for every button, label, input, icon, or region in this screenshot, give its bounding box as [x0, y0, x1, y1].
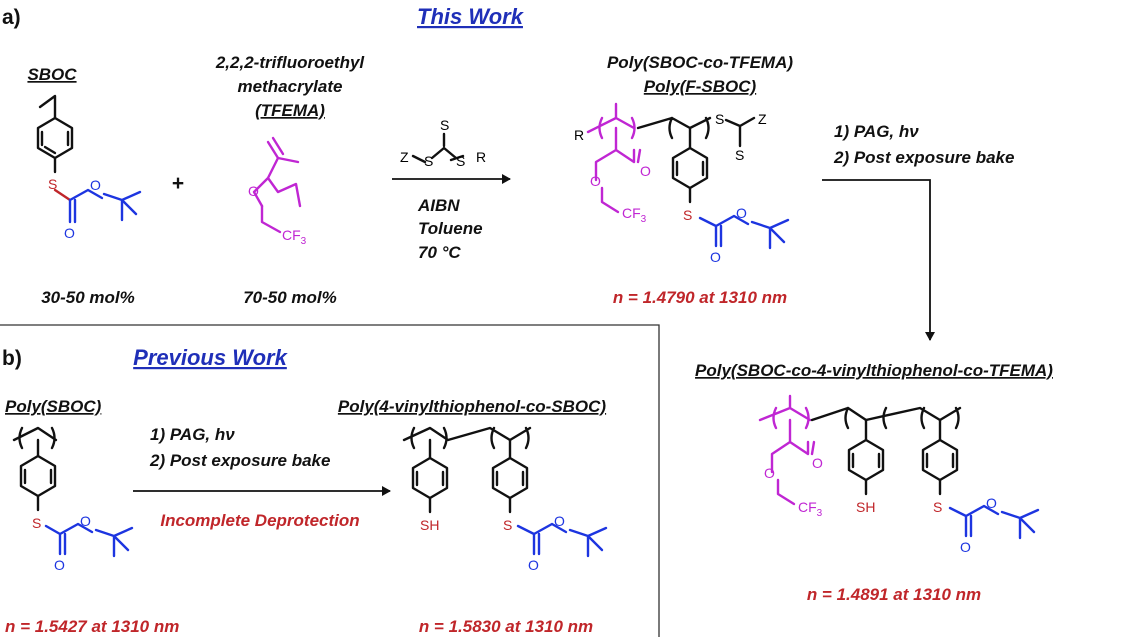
tfema-name-line2: methacrylate — [238, 77, 343, 96]
sulfur-atom: S — [424, 153, 433, 169]
exposure-step-2: 2) Post exposure bake — [833, 148, 1014, 167]
tfema-name-line1: 2,2,2-trifluoroethyl — [215, 53, 366, 72]
sulfur-atom: S — [456, 153, 465, 169]
sulfur-atom: S — [48, 176, 57, 192]
oxygen-atom: O — [710, 249, 721, 265]
oxygen-atom: O — [812, 455, 823, 471]
exposure-arrow — [822, 179, 935, 341]
oxygen-atom: O — [986, 495, 997, 511]
plus-sign: + — [172, 172, 184, 195]
oxygen-atom: O — [640, 163, 651, 179]
final-polymer-structure: O O CF3 SH S O O — [758, 394, 1040, 555]
oxygen-atom: O — [528, 557, 539, 573]
condition-initiator: AIBN — [417, 196, 460, 215]
incomplete-deprotection-note: Incomplete Deprotection — [160, 511, 359, 530]
tfema-abbr: (TFEMA) — [255, 101, 325, 120]
previous-product-refractive-index: n = 1.5830 at 1310 nm — [419, 617, 593, 636]
panel-b-label: b) — [2, 347, 22, 370]
oxygen-atom: O — [54, 557, 65, 573]
sulfur-atom: S — [683, 207, 692, 223]
oxygen-atom: O — [248, 183, 259, 199]
oxygen-atom: O — [590, 173, 601, 189]
sboc-label: SBOC — [27, 65, 77, 84]
previous-product-name: Poly(4-vinylthiophenol-co-SBOC) — [338, 397, 607, 416]
oxygen-atom: O — [764, 465, 775, 481]
z-group: Z — [758, 111, 767, 127]
oxygen-atom: O — [90, 177, 101, 193]
z-group: Z — [400, 149, 409, 165]
oxygen-atom: O — [64, 225, 75, 241]
poly-sboc-label: Poly(SBOC) — [5, 397, 102, 416]
condition-solvent: Toluene — [418, 219, 483, 238]
thiol-group: SH — [420, 517, 439, 533]
cf3-group: CF3 — [282, 227, 307, 247]
r-group: R — [476, 149, 486, 165]
panel-b-header: Previous Work — [133, 345, 288, 370]
product-refractive-index: n = 1.4790 at 1310 nm — [613, 288, 787, 307]
final-refractive-index: n = 1.4891 at 1310 nm — [807, 585, 981, 604]
sulfur-atom: S — [440, 117, 449, 133]
cf3-group: CF3 — [622, 205, 647, 225]
r-group: R — [574, 127, 584, 143]
tfema-amount: 70-50 mol% — [243, 288, 337, 307]
previous-step-2: 2) Post exposure bake — [149, 451, 330, 470]
sulfur-atom: S — [735, 147, 744, 163]
poly-sboc-structure: S O O — [12, 426, 134, 573]
previous-product-structure: SH S O O — [402, 426, 608, 573]
sboc-amount: 30-50 mol% — [41, 288, 135, 307]
cf3-group: CF3 — [798, 499, 823, 519]
product-name-line1: Poly(SBOC-co-TFEMA) — [607, 53, 793, 72]
tfema-structure: CF3 O — [248, 136, 307, 247]
sboc-structure: S O O — [36, 94, 142, 241]
sulfur-atom: S — [503, 517, 512, 533]
previous-step-1: 1) PAG, hν — [150, 425, 235, 444]
poly-sboc-refractive-index: n = 1.5427 at 1310 nm — [5, 617, 179, 636]
product-name-line2: Poly(F-SBOC) — [644, 77, 757, 96]
exposure-step-1: 1) PAG, hν — [834, 122, 919, 141]
raft-agent-structure: S Z S S R — [400, 117, 486, 169]
oxygen-atom: O — [80, 513, 91, 529]
panel-b-border — [0, 324, 660, 637]
thiol-group: SH — [856, 499, 875, 515]
panel-a-header: This Work — [417, 4, 525, 29]
oxygen-atom: O — [554, 513, 565, 529]
condition-temperature: 70 °C — [418, 243, 461, 262]
oxygen-atom: O — [960, 539, 971, 555]
product-structure: R O O CF3 S Z S S O O — [574, 102, 790, 265]
sulfur-atom: S — [715, 111, 724, 127]
sulfur-atom: S — [933, 499, 942, 515]
oxygen-atom: O — [736, 205, 747, 221]
sulfur-atom: S — [32, 515, 41, 531]
panel-a-label: a) — [2, 6, 21, 29]
final-polymer-name: Poly(SBOC-co-4-vinylthiophenol-co-TFEMA) — [695, 361, 1053, 380]
